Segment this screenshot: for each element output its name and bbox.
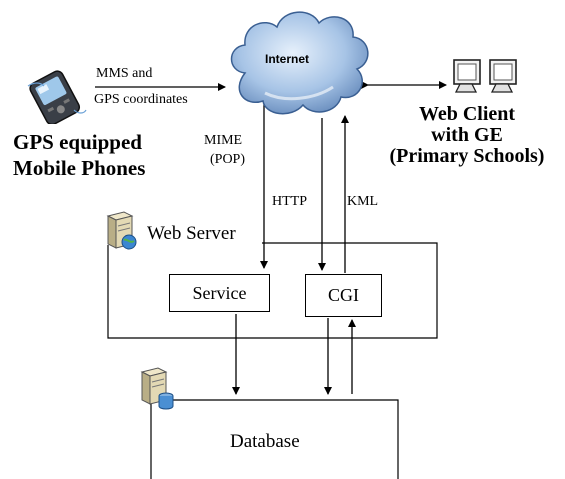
web-client-title-line1: Web Client (418, 103, 516, 125)
mime-label: MIME (204, 133, 243, 148)
pop-label: (POP) (210, 152, 246, 167)
mms-label: MMS and (96, 66, 152, 82)
http-label: HTTP (272, 194, 307, 209)
service-label: Service (192, 282, 247, 303)
gps-label: GPS coordinates (94, 92, 188, 107)
web-server-label: Web Server (147, 223, 236, 244)
mobile-phone-icon (27, 70, 87, 124)
web-client-title: Web Client with GE (Primary Schools) (372, 104, 562, 167)
database-box (150, 399, 399, 479)
server-globe-icon (106, 211, 137, 250)
kml-label: KML (347, 194, 379, 209)
mobile-title-line1: GPS equipped (13, 130, 142, 154)
web-client-title-line3: (Primary Schools) (389, 145, 545, 167)
web-client-title-line2: with GE (431, 124, 503, 146)
database-label: Database (230, 431, 300, 452)
internet-cloud-icon (230, 11, 369, 115)
mobile-title: GPS equipped Mobile Phones (13, 129, 145, 181)
database-server-icon (140, 367, 174, 410)
mms-label-line1: MMS and (96, 66, 153, 81)
service-box: Service (169, 274, 270, 312)
cgi-box: CGI (305, 274, 382, 317)
internet-label: Internet (265, 52, 310, 66)
web-server-box (107, 242, 438, 339)
cgi-label: CGI (328, 285, 359, 305)
desktop-computers-icon (453, 59, 517, 93)
mobile-title-line2: Mobile Phones (13, 156, 146, 180)
